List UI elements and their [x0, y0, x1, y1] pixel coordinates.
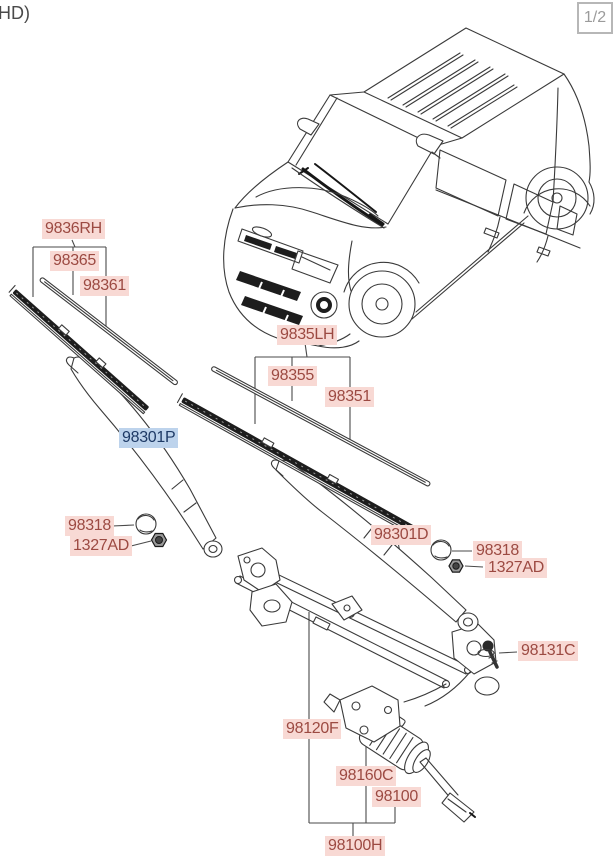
wiper-arm-passenger-drawing: [65, 356, 223, 558]
page-indicator[interactable]: 1/2: [577, 2, 613, 34]
part-label-1327ad-left[interactable]: 1327AD: [70, 536, 133, 556]
crank-bolt-drawing: [477, 640, 499, 669]
blade-lh-frame-drawing: [211, 366, 431, 487]
pivot-nut-left-drawing: [150, 532, 168, 548]
part-label-98301p[interactable]: 98301P: [119, 428, 179, 448]
part-label-98131c[interactable]: 98131C: [518, 641, 579, 661]
blade-rh-rubber-drawing: [8, 284, 149, 415]
part-label-98100h[interactable]: 98100H: [325, 836, 386, 856]
pivot-nut-right-drawing: [448, 559, 464, 573]
pivot-cap-left-drawing: [135, 513, 157, 535]
part-label-98355[interactable]: 98355: [268, 366, 317, 386]
drive-note: HD): [0, 3, 30, 23]
part-label-98120f[interactable]: 98120F: [283, 719, 342, 739]
vehicle-illustration: [223, 27, 595, 349]
part-label-9835lh[interactable]: 9835LH: [277, 325, 338, 345]
part-label-98361[interactable]: 98361: [80, 276, 129, 296]
roof-ribs: [387, 52, 518, 129]
blade-lh-rubber-drawing: [176, 393, 420, 538]
part-label-98318-left[interactable]: 98318: [65, 516, 114, 536]
blade-rh-frame-drawing: [39, 277, 178, 386]
part-label-98301d[interactable]: 98301D: [371, 525, 432, 545]
pivot-cap-right-drawing: [430, 539, 452, 561]
part-label-98318-right[interactable]: 98318: [473, 541, 522, 561]
wipers-on-car: [298, 163, 385, 227]
part-label-1327ad-right[interactable]: 1327AD: [485, 558, 548, 578]
motor-bracket-drawing: [323, 685, 401, 743]
linkage-drawing: [233, 547, 500, 707]
part-label-9836rh[interactable]: 9836RH: [42, 219, 105, 239]
part-label-98160c[interactable]: 98160C: [336, 766, 397, 786]
part-label-98351[interactable]: 98351: [325, 387, 374, 407]
part-label-98100[interactable]: 98100: [372, 787, 421, 807]
part-label-98365[interactable]: 98365: [50, 251, 99, 271]
